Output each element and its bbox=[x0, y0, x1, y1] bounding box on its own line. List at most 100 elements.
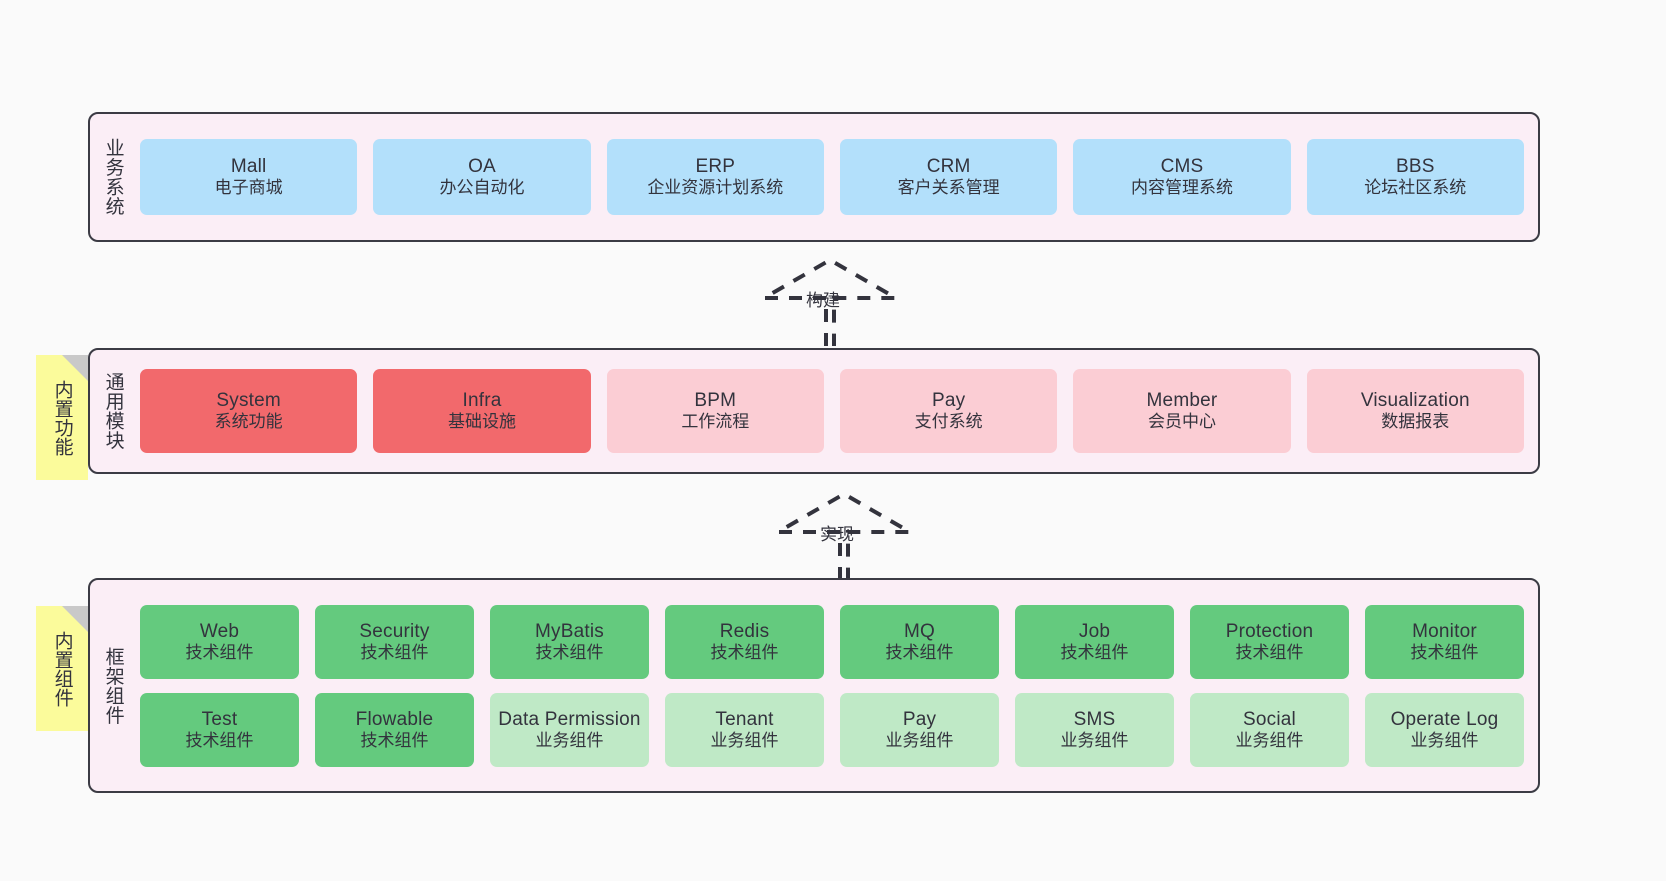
layer-business-systems: 业务系统 Mall 电子商城 OA 办公自动化 ERP 企业资源计划系统 CRM… bbox=[88, 112, 1540, 242]
node-security[interactable]: Security 技术组件 bbox=[315, 604, 474, 679]
node-security-desc: 技术组件 bbox=[360, 642, 429, 662]
layer-business-systems-body: Mall 电子商城 OA 办公自动化 ERP 企业资源计划系统 CRM 客户关系… bbox=[136, 114, 1538, 240]
node-data-permission[interactable]: Data Permission 业务组件 bbox=[490, 692, 649, 767]
node-mall[interactable]: Mall 电子商城 bbox=[140, 139, 358, 215]
node-visualization-name: Visualization bbox=[1360, 390, 1470, 412]
node-flowable-name: Flowable bbox=[355, 708, 434, 730]
connector-build-label: 构建 bbox=[806, 291, 840, 310]
layer-common-modules-title: 通用模块 bbox=[102, 372, 124, 450]
node-member-desc: 会员中心 bbox=[1147, 412, 1216, 432]
node-sms[interactable]: SMS 业务组件 bbox=[1015, 692, 1174, 767]
node-tenant[interactable]: Tenant 业务组件 bbox=[665, 692, 824, 767]
node-system-name: System bbox=[216, 390, 281, 412]
node-bbs[interactable]: BBS 论坛社区系统 bbox=[1306, 139, 1524, 215]
sticky-note-builtin-components: 内置组件 bbox=[36, 606, 88, 731]
node-data-permission-name: Data Permission bbox=[498, 708, 641, 730]
node-job[interactable]: Job 技术组件 bbox=[1015, 604, 1174, 679]
node-erp[interactable]: ERP 企业资源计划系统 bbox=[606, 139, 824, 215]
node-bbs-desc: 论坛社区系统 bbox=[1364, 178, 1467, 198]
node-social-desc: 业务组件 bbox=[1235, 730, 1304, 750]
node-pay-module-desc: 支付系统 bbox=[914, 412, 983, 432]
node-tenant-desc: 业务组件 bbox=[710, 730, 779, 750]
layer-business-systems-title: 业务系统 bbox=[102, 138, 124, 216]
node-protection[interactable]: Protection 技术组件 bbox=[1190, 604, 1349, 679]
framework-row-business: Test 技术组件 Flowable 技术组件 Data Permission … bbox=[140, 692, 1524, 767]
node-redis-name: Redis bbox=[719, 620, 770, 642]
sticky-note-builtin-features: 内置功能 bbox=[36, 355, 88, 480]
node-protection-desc: 技术组件 bbox=[1235, 642, 1304, 662]
node-pay-component-name: Pay bbox=[902, 708, 937, 730]
node-monitor-name: Monitor bbox=[1412, 620, 1477, 642]
node-pay-component-desc: 业务组件 bbox=[885, 730, 954, 750]
node-sms-desc: 业务组件 bbox=[1060, 730, 1129, 750]
node-mybatis-desc: 技术组件 bbox=[535, 642, 604, 662]
sticky-fold-icon bbox=[62, 606, 88, 632]
node-web-name: Web bbox=[199, 620, 240, 642]
node-mybatis[interactable]: MyBatis 技术组件 bbox=[490, 604, 649, 679]
node-test[interactable]: Test 技术组件 bbox=[140, 692, 299, 767]
node-job-name: Job bbox=[1078, 620, 1111, 642]
node-visualization[interactable]: Visualization 数据报表 bbox=[1306, 369, 1524, 453]
node-bpm-desc: 工作流程 bbox=[681, 412, 750, 432]
node-test-name: Test bbox=[201, 708, 238, 730]
node-operate-log-desc: 业务组件 bbox=[1410, 730, 1479, 750]
node-mybatis-name: MyBatis bbox=[535, 620, 604, 642]
sticky-note-builtin-components-label: 内置组件 bbox=[51, 630, 73, 707]
node-test-desc: 技术组件 bbox=[185, 730, 254, 750]
node-monitor[interactable]: Monitor 技术组件 bbox=[1365, 604, 1524, 679]
node-erp-name: ERP bbox=[695, 156, 736, 178]
node-operate-log-name: Operate Log bbox=[1390, 708, 1499, 730]
node-data-permission-desc: 业务组件 bbox=[535, 730, 604, 750]
node-mq-name: MQ bbox=[903, 620, 935, 642]
node-cms-desc: 内容管理系统 bbox=[1130, 178, 1233, 198]
connector-implement-arrow-icon bbox=[770, 491, 918, 580]
node-system-desc: 系统功能 bbox=[214, 412, 283, 432]
node-infra-name: Infra bbox=[462, 390, 502, 412]
node-web[interactable]: Web 技术组件 bbox=[140, 604, 299, 679]
node-oa-desc: 办公自动化 bbox=[439, 178, 525, 198]
node-security-name: Security bbox=[359, 620, 430, 642]
node-tenant-name: Tenant bbox=[715, 708, 774, 730]
node-bbs-name: BBS bbox=[1395, 156, 1435, 178]
node-erp-desc: 企业资源计划系统 bbox=[647, 178, 784, 198]
node-mall-desc: 电子商城 bbox=[214, 178, 283, 198]
node-cms[interactable]: CMS 内容管理系统 bbox=[1073, 139, 1291, 215]
node-member[interactable]: Member 会员中心 bbox=[1073, 369, 1291, 453]
layer-framework-components-title: 框架组件 bbox=[102, 646, 124, 725]
node-oa[interactable]: OA 办公自动化 bbox=[373, 139, 591, 215]
node-mall-name: Mall bbox=[230, 156, 267, 178]
framework-row-technical: Web 技术组件 Security 技术组件 MyBatis 技术组件 Redi… bbox=[140, 604, 1524, 679]
node-system[interactable]: System 系统功能 bbox=[140, 369, 358, 453]
node-social-name: Social bbox=[1243, 708, 1296, 730]
node-flowable[interactable]: Flowable 技术组件 bbox=[315, 692, 474, 767]
node-redis[interactable]: Redis 技术组件 bbox=[665, 604, 824, 679]
node-pay-module[interactable]: Pay 支付系统 bbox=[839, 369, 1058, 453]
node-visualization-desc: 数据报表 bbox=[1381, 412, 1450, 432]
connector-build: 构建 bbox=[756, 257, 904, 348]
layer-common-modules-body: System 系统功能 Infra 基础设施 BPM 工作流程 Pay 支付系统… bbox=[136, 350, 1538, 472]
node-mq[interactable]: MQ 技术组件 bbox=[840, 604, 999, 679]
node-mq-desc: 技术组件 bbox=[885, 642, 954, 662]
node-cms-name: CMS bbox=[1160, 156, 1204, 178]
node-bpm[interactable]: BPM 工作流程 bbox=[606, 369, 824, 453]
node-monitor-desc: 技术组件 bbox=[1410, 642, 1479, 662]
node-infra[interactable]: Infra 基础设施 bbox=[373, 369, 591, 453]
node-protection-name: Protection bbox=[1225, 620, 1314, 642]
node-flowable-desc: 技术组件 bbox=[360, 730, 429, 750]
layer-common-modules: 通用模块 System 系统功能 Infra 基础设施 BPM 工作流程 Pay… bbox=[88, 348, 1540, 474]
node-crm[interactable]: CRM 客户关系管理 bbox=[839, 139, 1058, 215]
node-social[interactable]: Social 业务组件 bbox=[1190, 692, 1349, 767]
connector-implement: 实现 bbox=[770, 491, 918, 582]
layer-framework-components-body: Web 技术组件 Security 技术组件 MyBatis 技术组件 Redi… bbox=[136, 580, 1538, 791]
layer-framework-components: 框架组件 Web 技术组件 Security 技术组件 MyBatis 技术组件… bbox=[88, 578, 1540, 793]
node-job-desc: 技术组件 bbox=[1060, 642, 1129, 662]
sticky-note-builtin-features-label: 内置功能 bbox=[51, 379, 73, 456]
connector-implement-label: 实现 bbox=[820, 525, 854, 544]
connector-build-arrow-icon bbox=[756, 257, 904, 346]
node-operate-log[interactable]: Operate Log 业务组件 bbox=[1365, 692, 1524, 767]
node-crm-desc: 客户关系管理 bbox=[897, 178, 1000, 198]
node-pay-component[interactable]: Pay 业务组件 bbox=[840, 692, 999, 767]
node-web-desc: 技术组件 bbox=[185, 642, 254, 662]
node-crm-name: CRM bbox=[926, 156, 971, 178]
